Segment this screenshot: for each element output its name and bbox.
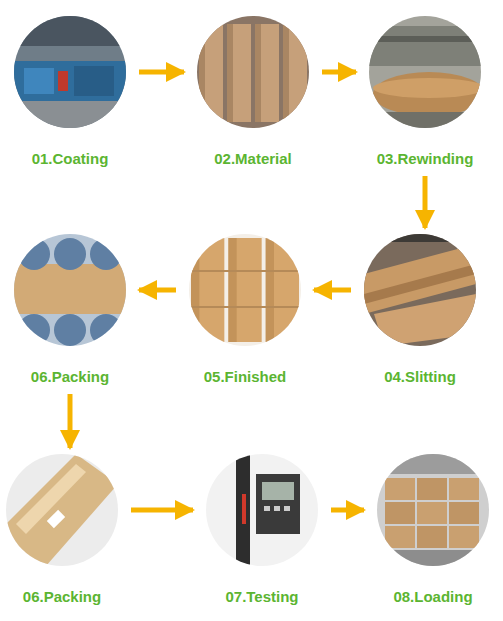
step-photo — [364, 234, 476, 346]
flow-arrow — [139, 288, 176, 293]
step-illustration — [14, 234, 126, 346]
step-photo — [14, 234, 126, 346]
step-label: 01.Coating — [5, 150, 135, 168]
step-photo — [377, 454, 489, 566]
flow-arrow — [322, 70, 356, 75]
step-illustration — [14, 16, 126, 128]
step-photo — [197, 16, 309, 128]
flow-arrow — [423, 176, 428, 228]
process-step: 05.Finished — [180, 234, 310, 386]
flow-arrow — [139, 70, 184, 75]
step-illustration — [377, 454, 489, 566]
step-label: 08.Loading — [368, 588, 498, 606]
step-illustration — [6, 454, 118, 566]
process-step: 06.Packing — [0, 454, 127, 606]
step-label: 06.Packing — [5, 368, 135, 386]
process-step: 08.Loading — [368, 454, 498, 606]
step-illustration — [206, 454, 318, 566]
flow-arrow — [68, 394, 73, 448]
step-photo — [206, 454, 318, 566]
step-label: 07.Testing — [197, 588, 327, 606]
flow-arrow — [131, 508, 193, 513]
step-label: 04.Slitting — [355, 368, 485, 386]
process-step: 01.Coating — [5, 16, 135, 168]
step-illustration — [189, 234, 301, 346]
process-step: 02.Material — [188, 16, 318, 168]
step-label: 06.Packing — [0, 588, 127, 606]
step-label: 05.Finished — [180, 368, 310, 386]
step-photo — [6, 454, 118, 566]
step-photo — [369, 16, 481, 128]
step-photo — [14, 16, 126, 128]
step-photo — [189, 234, 301, 346]
step-illustration — [369, 16, 481, 128]
process-step: 07.Testing — [197, 454, 327, 606]
step-illustration — [364, 234, 476, 346]
process-step: 04.Slitting — [355, 234, 485, 386]
process-step: 06.Packing — [5, 234, 135, 386]
flow-arrow — [314, 288, 351, 293]
step-label: 03.Rewinding — [360, 150, 490, 168]
flow-arrow — [331, 508, 364, 513]
step-label: 02.Material — [188, 150, 318, 168]
process-step: 03.Rewinding — [360, 16, 490, 168]
step-illustration — [197, 16, 309, 128]
